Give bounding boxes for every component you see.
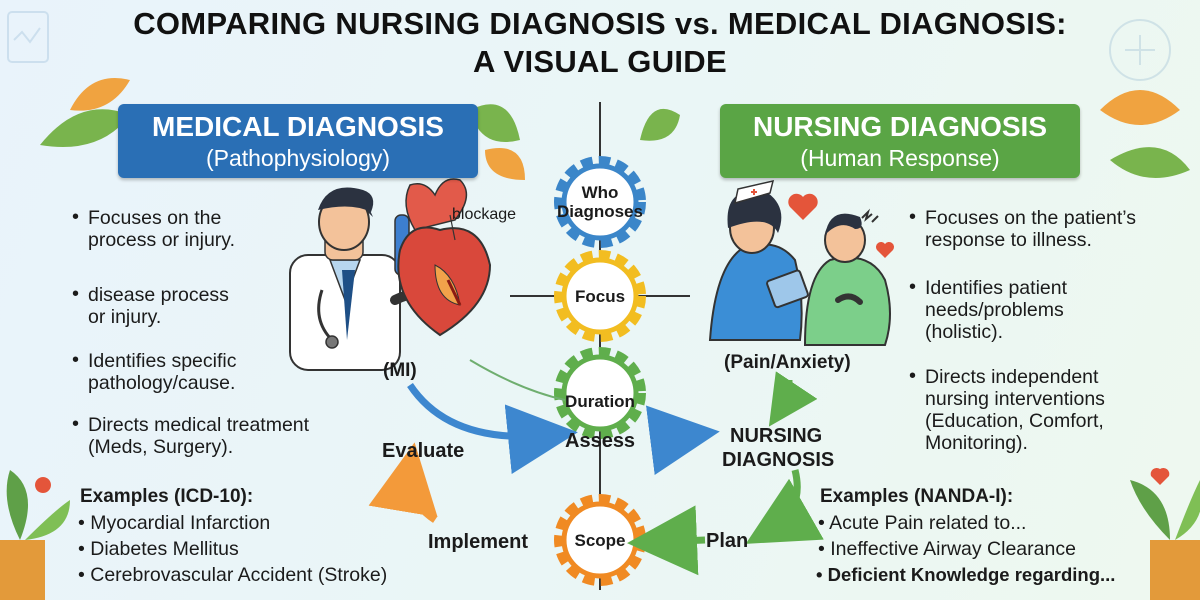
medical-example: • Myocardial Infarction [78, 512, 271, 534]
page-title-line1: COMPARING NURSING DIAGNOSIS vs. MEDICAL … [133, 6, 1067, 41]
nursing-heading: NURSING DIAGNOSIS [752, 111, 1048, 142]
heart-icons-nursing [788, 193, 894, 258]
medical-bullet: • disease process or injury. [72, 283, 229, 328]
nursing-example: • Acute Pain related to... [818, 512, 1027, 534]
nursing-bullet: • Identifies patient needs/problems (hol… [909, 276, 1068, 343]
plant-bottom-right [1130, 467, 1200, 600]
pain-anxiety-label: (Pain/Anxiety) [724, 352, 851, 373]
medical-example: • Cerebrovascular Accident (Stroke) [78, 564, 388, 586]
medical-subheading: (Pathophysiology) [205, 145, 391, 171]
nursing-diagnosis-header: NURSING DIAGNOSIS (Human Response) [720, 104, 1080, 178]
cycle-plan: Plan [706, 530, 749, 552]
leaf-decoration-right [640, 90, 1190, 178]
medical-bullet: • Identifies specific pathology/cause. [72, 349, 237, 394]
arrow-nursing-to-plan [745, 469, 824, 544]
nurse-patient-illustration [708, 179, 891, 346]
nursing-bullet: • Focuses on the patient’s response to i… [909, 206, 1137, 251]
arrow-implement-to-evaluate [368, 442, 438, 523]
page-title-line2: A VISUAL GUIDE [473, 44, 727, 79]
gear-scope-label: Scope [574, 531, 626, 550]
medical-bullet: • Focuses on the process or injury. [72, 206, 236, 251]
cycle-implement: Implement [428, 531, 529, 553]
background-doodles [7, 11, 1171, 81]
heart-blockage-label: blockage [452, 206, 517, 223]
medical-heading: MEDICAL DIAGNOSIS [152, 111, 444, 142]
gear-duration [554, 347, 646, 439]
cycle-assess: Assess [565, 430, 636, 452]
medical-bullet: • Directs medical treatment (Meds, Surge… [72, 413, 310, 458]
gear-focus-label: Focus [574, 287, 626, 306]
nursing-bullet: • Directs independent nursing interventi… [909, 365, 1105, 454]
mi-label: (MI) [383, 360, 417, 381]
gear-who-label: Who Diagnoses [557, 183, 643, 221]
nursing-example: • Ineffective Airway Clearance [818, 538, 1076, 560]
gear-focus [554, 250, 646, 342]
nursing-subheading: (Human Response) [800, 145, 1000, 171]
cycle-evaluate: Evaluate [382, 440, 465, 462]
medical-example: • Diabetes Mellitus [78, 538, 239, 560]
heart-illustration [394, 178, 492, 337]
medical-diagnosis-header: MEDICAL DIAGNOSIS (Pathophysiology) [118, 104, 478, 178]
gear-duration-label: Duration [565, 392, 635, 411]
arrow-pain-to-nursing [768, 371, 818, 427]
nursing-examples-title: Examples (NANDA-I): [820, 486, 1014, 507]
arrow-plan-to-scope [627, 505, 706, 576]
cycle-nursing-diagnosis-l1: NURSING [730, 425, 823, 447]
medical-examples-title: Examples (ICD-10): [80, 486, 254, 507]
cycle-nursing-diagnosis-l2: DIAGNOSIS [722, 449, 835, 471]
gear-who [554, 156, 646, 248]
arrow-mi-to-assess [407, 383, 578, 474]
leaf-decoration-left [40, 78, 525, 180]
plant-bottom-left [0, 470, 70, 600]
doctor-illustration [289, 187, 438, 371]
arrow-duration-curve [469, 359, 566, 401]
nursing-example: • Deficient Knowledge regarding... [816, 564, 1116, 585]
arrow-assess-to-nursing [645, 405, 720, 475]
